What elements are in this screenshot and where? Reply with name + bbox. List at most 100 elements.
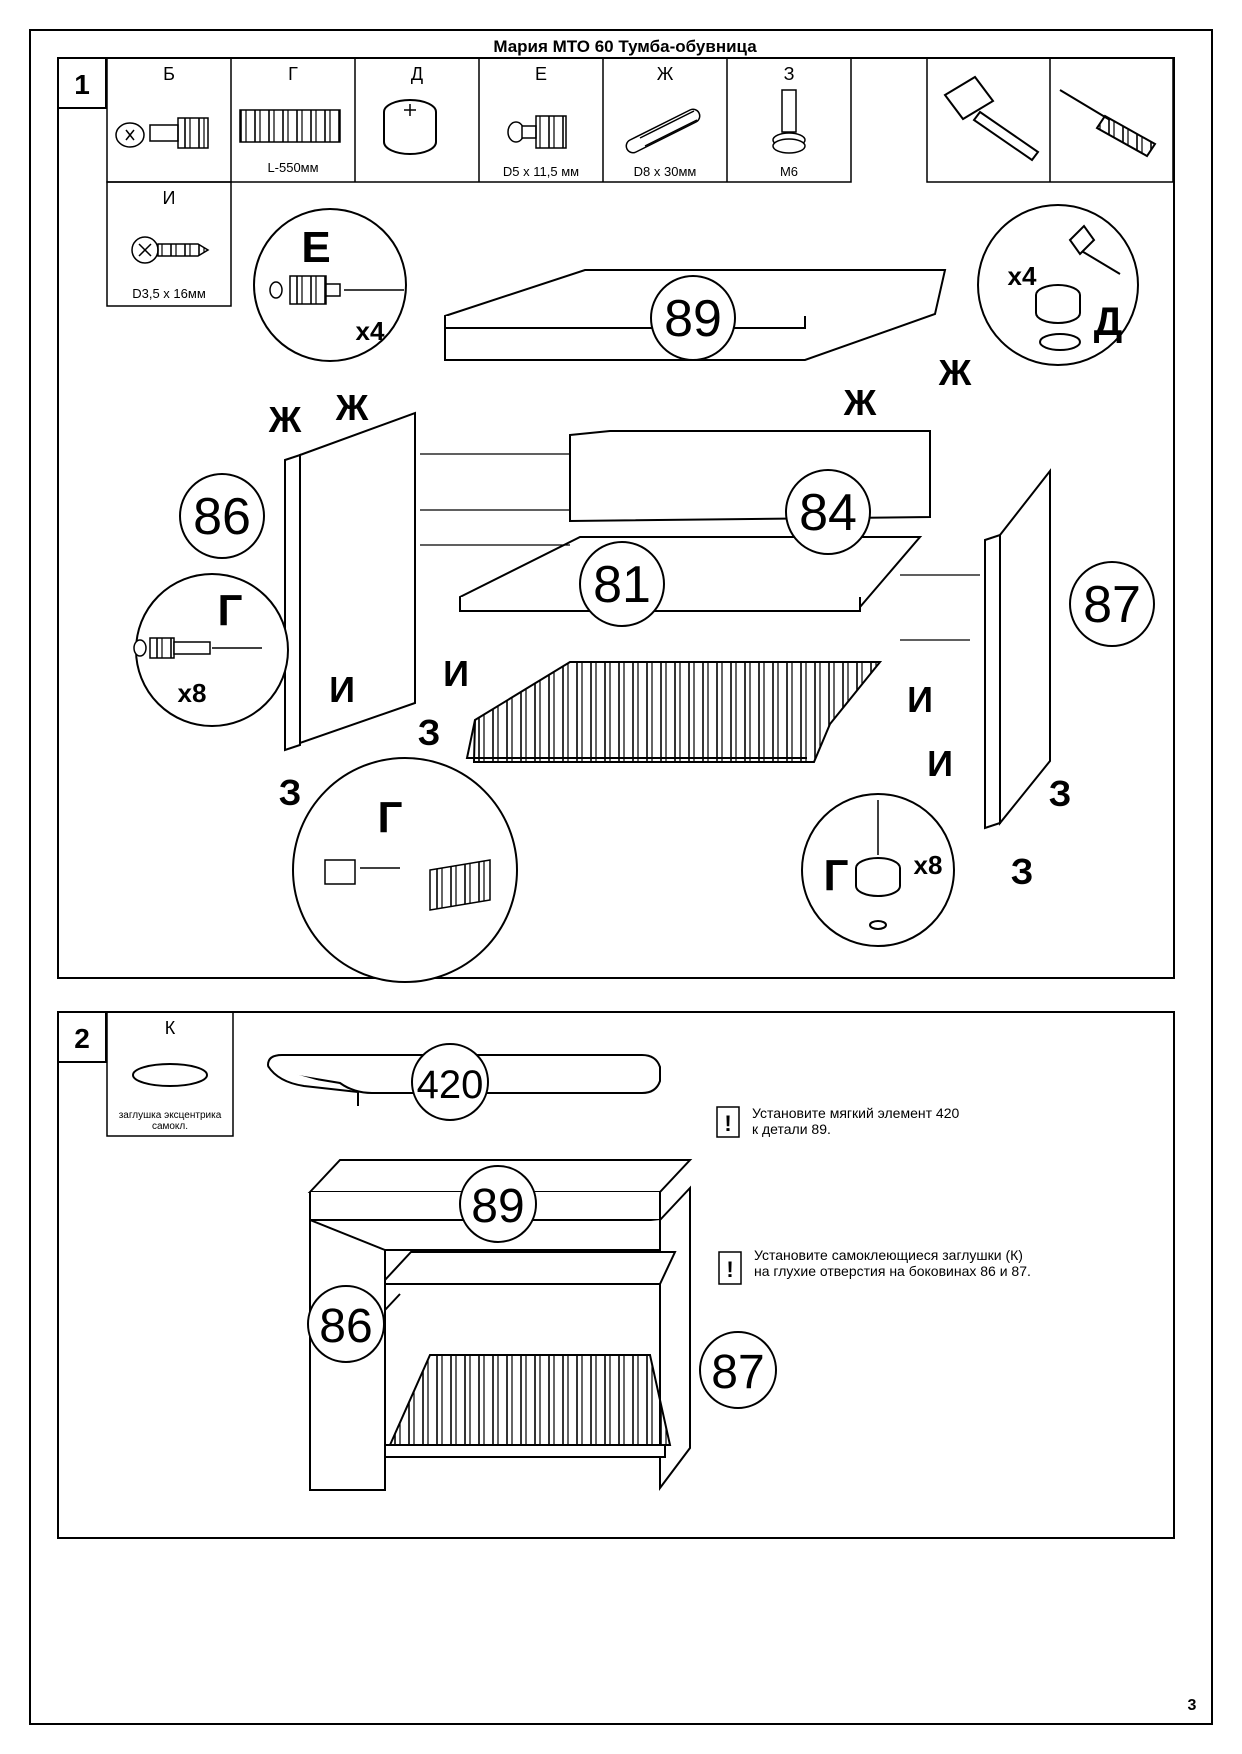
panel-label-81: 81 <box>579 541 665 627</box>
part-z-caption: M6 <box>780 164 798 179</box>
label-z: З <box>279 772 302 813</box>
detail-g-letter: Г <box>218 586 243 635</box>
rack-bracket-icon <box>324 859 491 911</box>
page-border <box>29 29 1213 1725</box>
eccentric-cam-icon <box>1035 284 1081 351</box>
panel-81 <box>459 536 923 612</box>
panel-number: 87 <box>1083 576 1141 634</box>
detail-g-qty: х8 <box>178 678 207 708</box>
label-i: И <box>907 679 933 720</box>
part-i: И D3,5 х 16мм <box>106 181 232 307</box>
part-k: К заглушка эксцентрика самокл. <box>106 1011 234 1137</box>
part-k-caption-2: самокл. <box>152 1121 188 1132</box>
detail-g2-letter: Г <box>378 793 403 842</box>
wooden-dowel-icon <box>625 108 701 154</box>
hammer-icon <box>943 75 1040 162</box>
warning-icon: ! <box>726 1257 733 1282</box>
panel-86 <box>299 411 416 745</box>
panel-label-84: 84 <box>785 469 871 555</box>
step-2-frame <box>57 1011 1175 1539</box>
label-z: З <box>418 712 441 753</box>
eccentric-cam-icon <box>855 800 901 930</box>
panel-number: 81 <box>593 556 651 614</box>
part-zh-caption: D8 х 30мм <box>634 164 697 179</box>
note-2-line-2: на глухие отверстия на боковинах 86 и 87… <box>754 1263 1031 1279</box>
label-i: И <box>329 669 355 710</box>
panel-label-87: 87 <box>699 1331 777 1409</box>
part-e-caption: D5 х 11,5 мм <box>503 164 579 179</box>
note-caps: ! Установите самоклеющиеся заглушки (К) … <box>718 1247 1031 1285</box>
shoe-rack <box>465 661 883 763</box>
part-g-letter: Г <box>288 64 298 84</box>
part-g: Г L-550мм <box>239 64 341 175</box>
hammer-icon <box>1068 224 1121 275</box>
step-2-number: 2 <box>74 1023 90 1054</box>
part-k-caption-1: заглушка эксцентрика <box>119 1110 222 1121</box>
panel-label-89: 89 <box>459 1165 537 1243</box>
detail-e: Е х4 <box>253 208 407 362</box>
dowel-insert-icon <box>269 275 404 305</box>
detail-e-qty: х4 <box>356 316 385 346</box>
screwdriver-icon <box>1059 89 1157 158</box>
part-zh: Ж D8 х 30мм <box>625 64 701 179</box>
panel-label-86: 86 <box>307 1285 385 1363</box>
detail-d-qty: х4 <box>1008 261 1037 291</box>
label-zh: Ж <box>335 387 369 428</box>
step-1: 1 Б Г L-550мм <box>57 57 1175 983</box>
detail-e-letter: Е <box>301 223 330 272</box>
warning-icon: ! <box>724 1111 731 1136</box>
panel-number: 89 <box>471 1180 524 1233</box>
part-d: Д <box>383 64 437 155</box>
adjustable-foot-icon <box>772 89 806 154</box>
label-zh: Ж <box>938 352 972 393</box>
assembled-cabinet <box>307 1159 693 1491</box>
detail-g-left: Г х8 <box>133 573 289 727</box>
panel-87 <box>999 468 1051 826</box>
eccentric-pin-icon <box>115 117 209 149</box>
label-zh: Ж <box>843 382 877 423</box>
part-z-letter: З <box>784 64 795 84</box>
part-k-letter: К <box>165 1018 176 1038</box>
part-i-caption: D3,5 х 16мм <box>132 286 206 301</box>
hardware-labels: Ж Ж Ж Ж И И И И З З З З <box>268 352 1072 892</box>
dowel-insert-icon <box>507 115 567 149</box>
note-1-line-1: Установите мягкий элемент 420 <box>752 1105 959 1121</box>
page-title: Мария МТО 60 Тумба-обувница <box>493 37 757 56</box>
parts-strip: Б Г L-550мм Д <box>106 57 852 183</box>
part-b-letter: Б <box>163 64 175 84</box>
part-e: Е D5 х 11,5 мм <box>503 64 579 179</box>
tools <box>926 57 1174 183</box>
label-z: З <box>1011 851 1034 892</box>
detail-g3-letter: Г <box>824 851 849 900</box>
panel-number: 420 <box>417 1063 484 1107</box>
eccentric-pin-icon <box>133 637 262 659</box>
note-1-line-2: к детали 89. <box>752 1121 831 1137</box>
panel-84 <box>569 430 931 523</box>
panel-number: 86 <box>193 488 251 546</box>
part-d-letter: Д <box>411 64 423 84</box>
part-e-letter: Е <box>535 64 547 84</box>
label-zh: Ж <box>268 399 302 440</box>
note-soft-element: ! Установите мягкий элемент 420 к детали… <box>716 1105 959 1138</box>
detail-g-bracket: Г <box>292 757 518 983</box>
wood-screw-icon <box>131 236 210 264</box>
detail-g3-qty: х8 <box>914 850 943 880</box>
part-zh-letter: Ж <box>657 64 674 84</box>
detail-d: х4 Д <box>977 204 1139 366</box>
panel-label-420: 420 <box>411 1043 489 1121</box>
eccentric-cam-icon <box>383 99 437 155</box>
panel-label-89: 89 <box>650 275 736 361</box>
panel-number: 86 <box>319 1300 372 1353</box>
note-2-line-1: Установите самоклеющиеся заглушки (К) <box>754 1247 1023 1263</box>
part-i-letter: И <box>163 188 176 208</box>
step-2: 2 К заглушка эксцентрика самокл. <box>57 1011 1175 1539</box>
label-i: И <box>927 743 953 784</box>
panel-number: 84 <box>799 484 857 542</box>
panel-number: 89 <box>664 290 722 348</box>
part-z: З M6 <box>772 64 806 179</box>
label-i: И <box>443 653 469 694</box>
panel-label-86: 86 <box>179 473 265 559</box>
step-1-number: 1 <box>74 69 90 100</box>
panel-label-87: 87 <box>1069 561 1155 647</box>
